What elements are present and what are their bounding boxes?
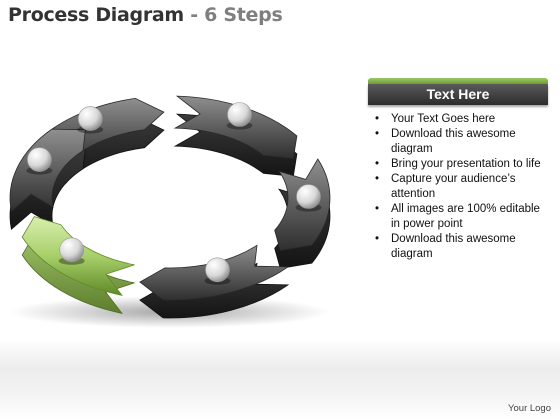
bullet-item: Your Text Goes here: [368, 112, 548, 127]
panel-header: Text Here: [368, 84, 548, 105]
bullet-item: All images are 100% editable in power po…: [368, 202, 548, 232]
bullet-list: Your Text Goes here Download this awesom…: [368, 112, 548, 262]
step-sphere: [59, 237, 84, 263]
title-main: Process Diagram: [8, 4, 184, 26]
text-panel: Text Here Your Text Goes here Download t…: [368, 78, 548, 262]
ring-svg: [9, 95, 331, 328]
title-separator: -: [183, 4, 205, 26]
slide-title: Process Diagram - 6 Steps: [8, 4, 283, 26]
floor-reflection: [0, 340, 560, 420]
step-sphere: [205, 257, 230, 283]
step-sphere: [227, 102, 252, 127]
bullet-item: Bring your presentation to life: [368, 157, 548, 172]
step-sphere: [27, 147, 52, 172]
panel-accent-bar: [368, 78, 548, 84]
ring-segment: [173, 95, 298, 159]
process-diagram: [0, 90, 350, 340]
bullet-item: Capture your audience’s attention: [368, 172, 548, 202]
logo-text: Your Logo: [508, 403, 551, 414]
step-sphere: [296, 184, 321, 209]
ring-spheres: [26, 102, 322, 285]
title-steps: 6 Steps: [204, 4, 283, 26]
bullet-item: Download this awesome diagram: [368, 127, 548, 157]
step-sphere: [78, 106, 103, 131]
ring-tops: [9, 95, 331, 301]
bullet-item: Download this awesome diagram: [368, 232, 548, 262]
